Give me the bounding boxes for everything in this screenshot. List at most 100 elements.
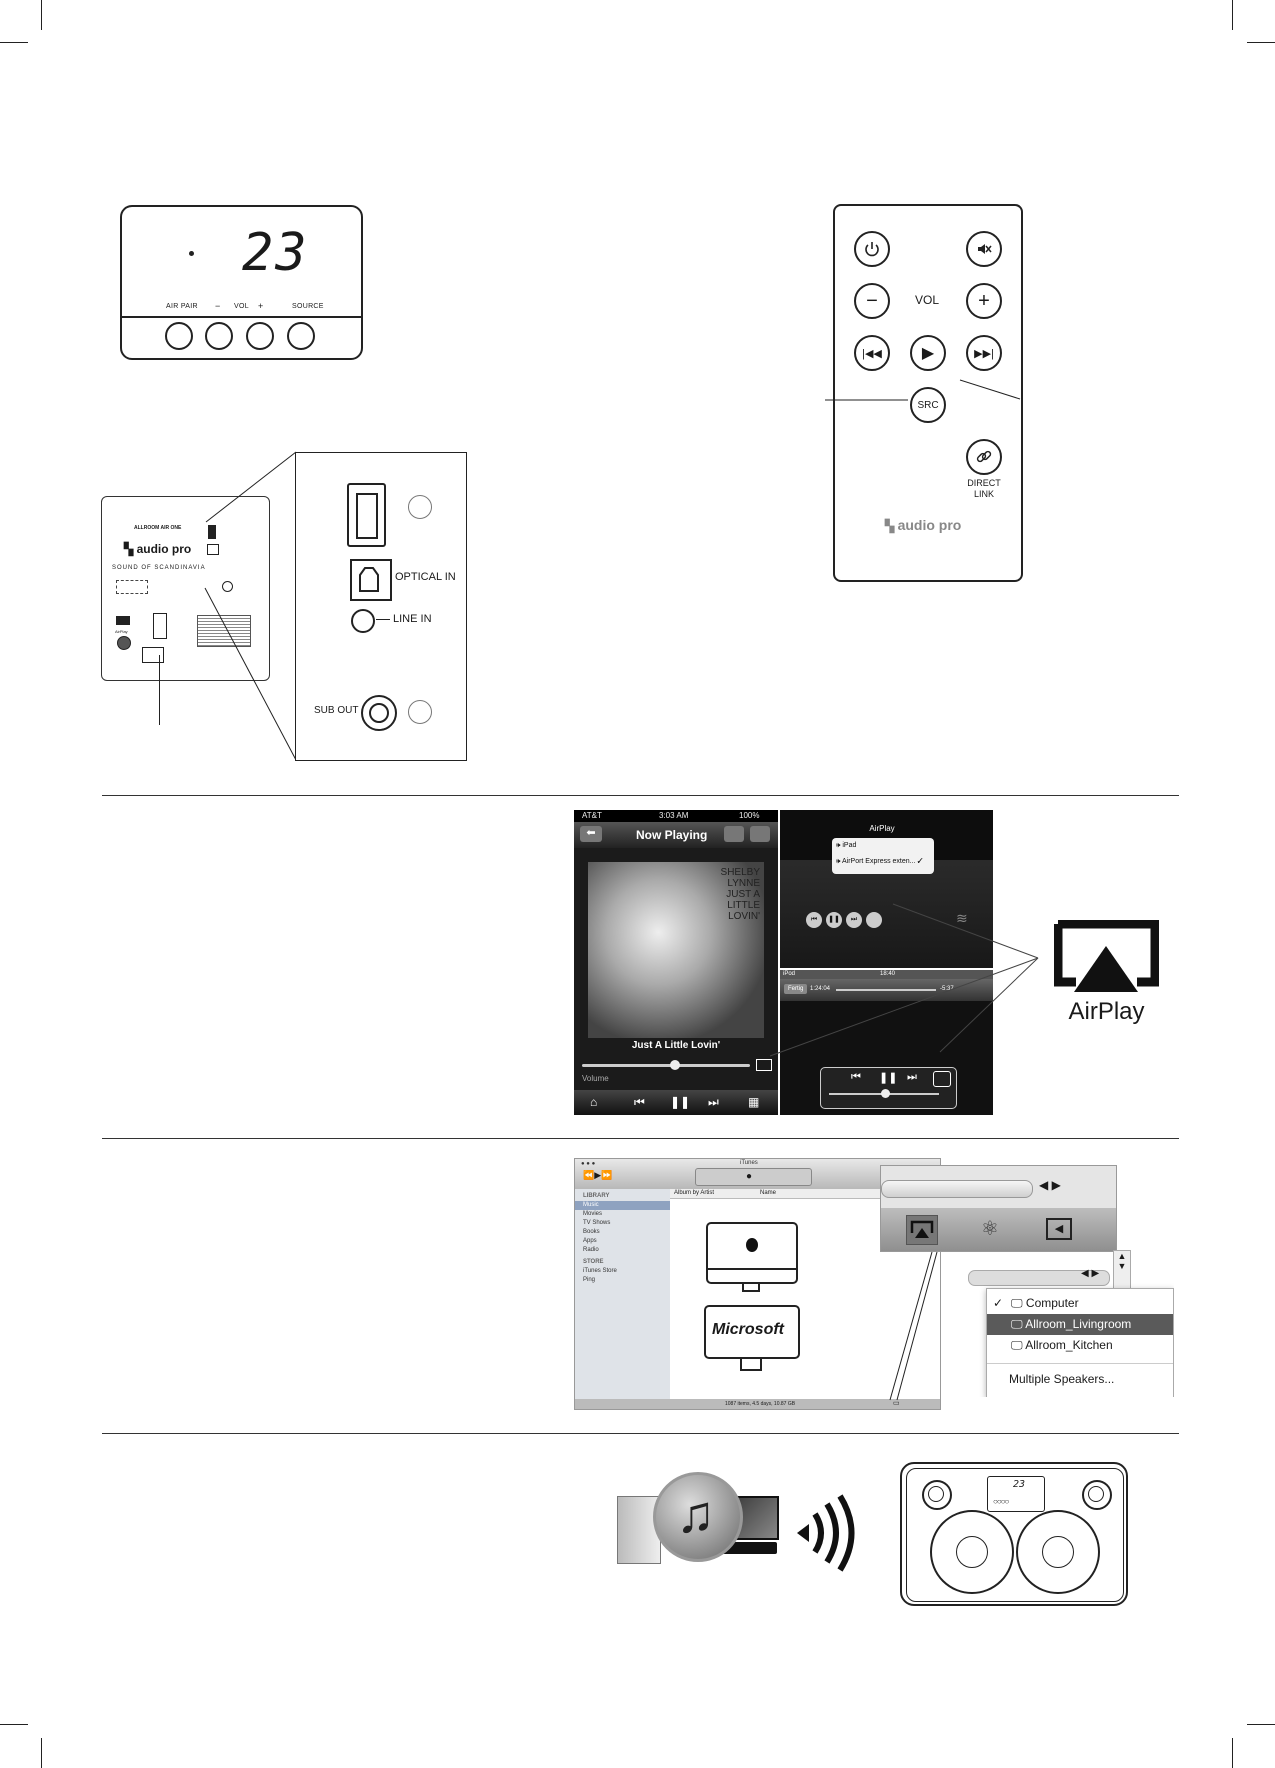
sidebar-item-apps[interactable]: Apps xyxy=(583,1238,597,1244)
airplay-button[interactable] xyxy=(756,1059,772,1071)
col-name[interactable]: Name xyxy=(760,1190,777,1196)
sidebar-item-books[interactable]: Books xyxy=(583,1229,600,1235)
vertical-scroll[interactable]: ▲▼ xyxy=(1113,1250,1131,1292)
vol-plus-label: + xyxy=(258,301,264,311)
airplay-icon xyxy=(910,1220,934,1238)
airplay-button[interactable] xyxy=(933,1071,951,1087)
fertig-button[interactable]: Fertig xyxy=(784,984,808,994)
airplay-icon[interactable]: ▭ xyxy=(893,1400,900,1407)
source-button[interactable] xyxy=(287,322,315,350)
menu-item-livingroom[interactable]: 🖵 Allroom_Livingroom xyxy=(987,1314,1173,1335)
usb-port xyxy=(208,525,216,539)
sidebar-item-tv-shows[interactable]: TV Shows xyxy=(583,1220,611,1226)
ipad-airplay-button[interactable] xyxy=(866,912,882,928)
transport-bar: ⌂ ⏮ ❚❚ ⏭ ▦ xyxy=(574,1090,778,1115)
sidebar-item-radio[interactable]: Radio xyxy=(583,1247,599,1253)
rear-zoom: OPTICAL IN LINE IN SUB OUT xyxy=(295,452,467,761)
pause-icon[interactable]: ❚❚ xyxy=(879,1072,898,1084)
speaker-icon: 🕪 xyxy=(836,858,842,865)
zoom-scroll-arrows[interactable]: ◀ ▶ xyxy=(1039,1178,1061,1192)
album-text: SHELBY LYNNE JUST A LITTLE LOVIN' xyxy=(720,867,760,922)
ipad-next-button[interactable]: ⏭ xyxy=(846,912,862,928)
speaker-top-panel: 23 AIR PAIR − VOL + SOURCE xyxy=(120,205,363,360)
air-pair-button[interactable] xyxy=(165,322,193,350)
pause-icon[interactable]: ❚❚ xyxy=(670,1095,691,1109)
ipad-pause-button[interactable]: ❚❚ xyxy=(826,912,842,928)
previous-icon[interactable]: ⏮ xyxy=(851,1071,861,1083)
next-icon[interactable]: ⏭ xyxy=(708,1095,719,1109)
menu-scroll-arrows[interactable]: ◀ ▶ xyxy=(1081,1268,1100,1279)
play-icon[interactable]: ▶ xyxy=(594,1170,602,1180)
vol-plus-button[interactable]: + xyxy=(966,283,1002,319)
sidebar-item-itunes-store[interactable]: iTunes Store xyxy=(583,1268,617,1274)
airplay-logo-icon xyxy=(1053,919,1160,992)
ipod-status-bar: iPod 18:40 xyxy=(780,970,993,979)
direct-link-button[interactable] xyxy=(966,439,1002,475)
ipad-prev-button[interactable]: ⏮ xyxy=(806,912,822,928)
battery: 100% xyxy=(739,811,760,820)
volume-knob[interactable] xyxy=(670,1060,680,1070)
previous-icon[interactable]: ⏮ xyxy=(634,1095,645,1109)
previous-icon[interactable]: ⏪ xyxy=(583,1170,595,1180)
airplay-button[interactable] xyxy=(906,1215,938,1245)
next-button[interactable]: ▶▶| xyxy=(966,335,1002,371)
remote-control: − VOL + |◀◀ ▶ ▶▶| SRC DIRECT LINK ▚ audi… xyxy=(833,204,1023,582)
remote-callouts xyxy=(825,379,1021,401)
next-icon: ⏭ xyxy=(850,916,858,923)
mini-player-icon[interactable]: ◀ xyxy=(1046,1218,1072,1240)
src-button[interactable]: SRC xyxy=(910,387,946,423)
plus-icon: + xyxy=(978,289,990,312)
checkmark-icon: ✓ xyxy=(993,1296,1004,1310)
volume-slider[interactable] xyxy=(582,1060,750,1070)
visualizer-icon[interactable]: ⚛ xyxy=(981,1218,999,1240)
next-icon[interactable]: ⏭ xyxy=(907,1071,917,1083)
wireless-signal-icon xyxy=(797,1494,855,1572)
devices-collage: ♫ xyxy=(617,1472,779,1582)
woofer-right xyxy=(1016,1510,1100,1594)
sidebar-item-ping[interactable]: Ping xyxy=(583,1277,596,1283)
pc-monitor-icon: Microsoft xyxy=(704,1305,800,1359)
carrier: AT&T xyxy=(582,811,602,820)
itunes-transport[interactable]: ⏪▶⏩ xyxy=(583,1170,612,1181)
power-switch[interactable] xyxy=(153,613,167,639)
screw xyxy=(408,495,432,519)
menu-item-computer[interactable]: ✓ 🖵 Computer xyxy=(993,1296,1079,1310)
zoom-scroll-track[interactable] xyxy=(881,1180,1033,1198)
music-note-icon: ♫ xyxy=(653,1472,743,1562)
grid-icon[interactable]: ▦ xyxy=(748,1095,760,1109)
speaker-display: 23 ○○○○ xyxy=(987,1476,1045,1512)
speaker-menu-zoom: ◀ ▶ ▲▼ ✓ 🖵 Computer 🖵 Allroom_Livingroom… xyxy=(968,1250,1174,1397)
back-button[interactable]: ⬅ xyxy=(580,826,602,842)
line-in-jack xyxy=(351,609,375,633)
remote-vol-label: VOL xyxy=(915,293,940,307)
airplay-popup-title: AirPlay xyxy=(869,824,895,833)
vol-up-button[interactable] xyxy=(246,322,274,350)
itunes-sidebar: LIBRARY Music Movies TV Shows Books Apps… xyxy=(575,1189,670,1399)
itunes-title: iTunes xyxy=(740,1160,758,1166)
vol-minus-button[interactable]: − xyxy=(854,283,890,319)
zoom-lines xyxy=(204,451,297,761)
home-icon[interactable]: ⌂ xyxy=(590,1095,598,1109)
share-button[interactable] xyxy=(724,826,744,842)
nav-bar: ⬅ Now Playing xyxy=(574,822,778,848)
sidebar-item-music[interactable]: Music xyxy=(575,1201,670,1210)
popup-item-airport[interactable]: 🕪 AirPort Express exten... ✓ xyxy=(836,858,923,865)
power-button[interactable] xyxy=(854,231,890,267)
menu-item-kitchen[interactable]: 🖵 Allroom_Kitchen xyxy=(1011,1338,1113,1352)
previous-button[interactable]: |◀◀ xyxy=(854,335,890,371)
popup-item-ipad[interactable]: 🕪 iPad xyxy=(836,842,857,849)
vol-minus-label: − xyxy=(215,301,221,311)
rear-panel: ALLROOM AIR ONE ▚ audio pro SOUND OF SCA… xyxy=(101,496,270,681)
progress-bar[interactable] xyxy=(836,989,936,991)
play-button[interactable]: ▶ xyxy=(910,335,946,371)
list-button[interactable] xyxy=(750,826,770,842)
sidebar-item-movies[interactable]: Movies xyxy=(583,1211,603,1217)
col-album[interactable]: Album by Artist xyxy=(674,1190,715,1196)
mute-button[interactable] xyxy=(966,231,1002,267)
play-icon: ▶ xyxy=(921,345,935,362)
window-controls[interactable]: ● ● ● xyxy=(581,1161,596,1167)
vol-down-button[interactable] xyxy=(205,322,233,350)
menu-item-multiple[interactable]: Multiple Speakers... xyxy=(1009,1372,1115,1386)
ipod-volume-slider[interactable] xyxy=(829,1089,939,1098)
next-icon[interactable]: ⏩ xyxy=(601,1170,613,1180)
